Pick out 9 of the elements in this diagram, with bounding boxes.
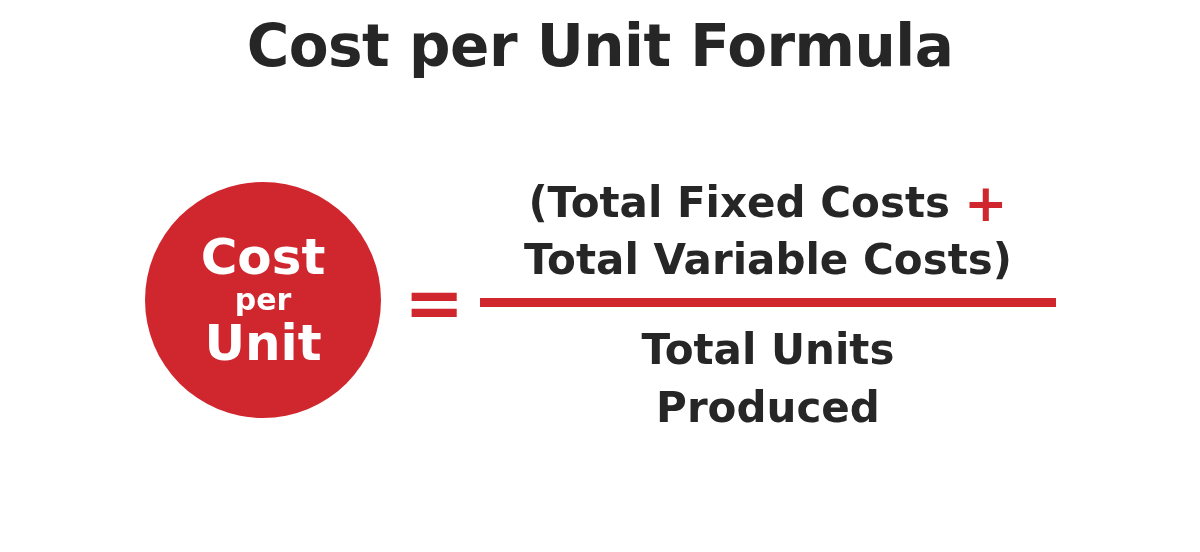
title: Cost per Unit Formula [246, 12, 954, 80]
numerator-text: Total Variable Costs) [524, 234, 1012, 286]
circle-text: per [234, 283, 292, 317]
numerator-text: (Total Fixed Costs [528, 177, 951, 229]
denominator-text: Total Units Produced [640, 324, 896, 434]
circle-text: Cost [200, 231, 326, 283]
equals-sign: = [404, 262, 456, 342]
plus-sign: + [964, 175, 1008, 231]
circle-text: Unit [204, 317, 322, 369]
